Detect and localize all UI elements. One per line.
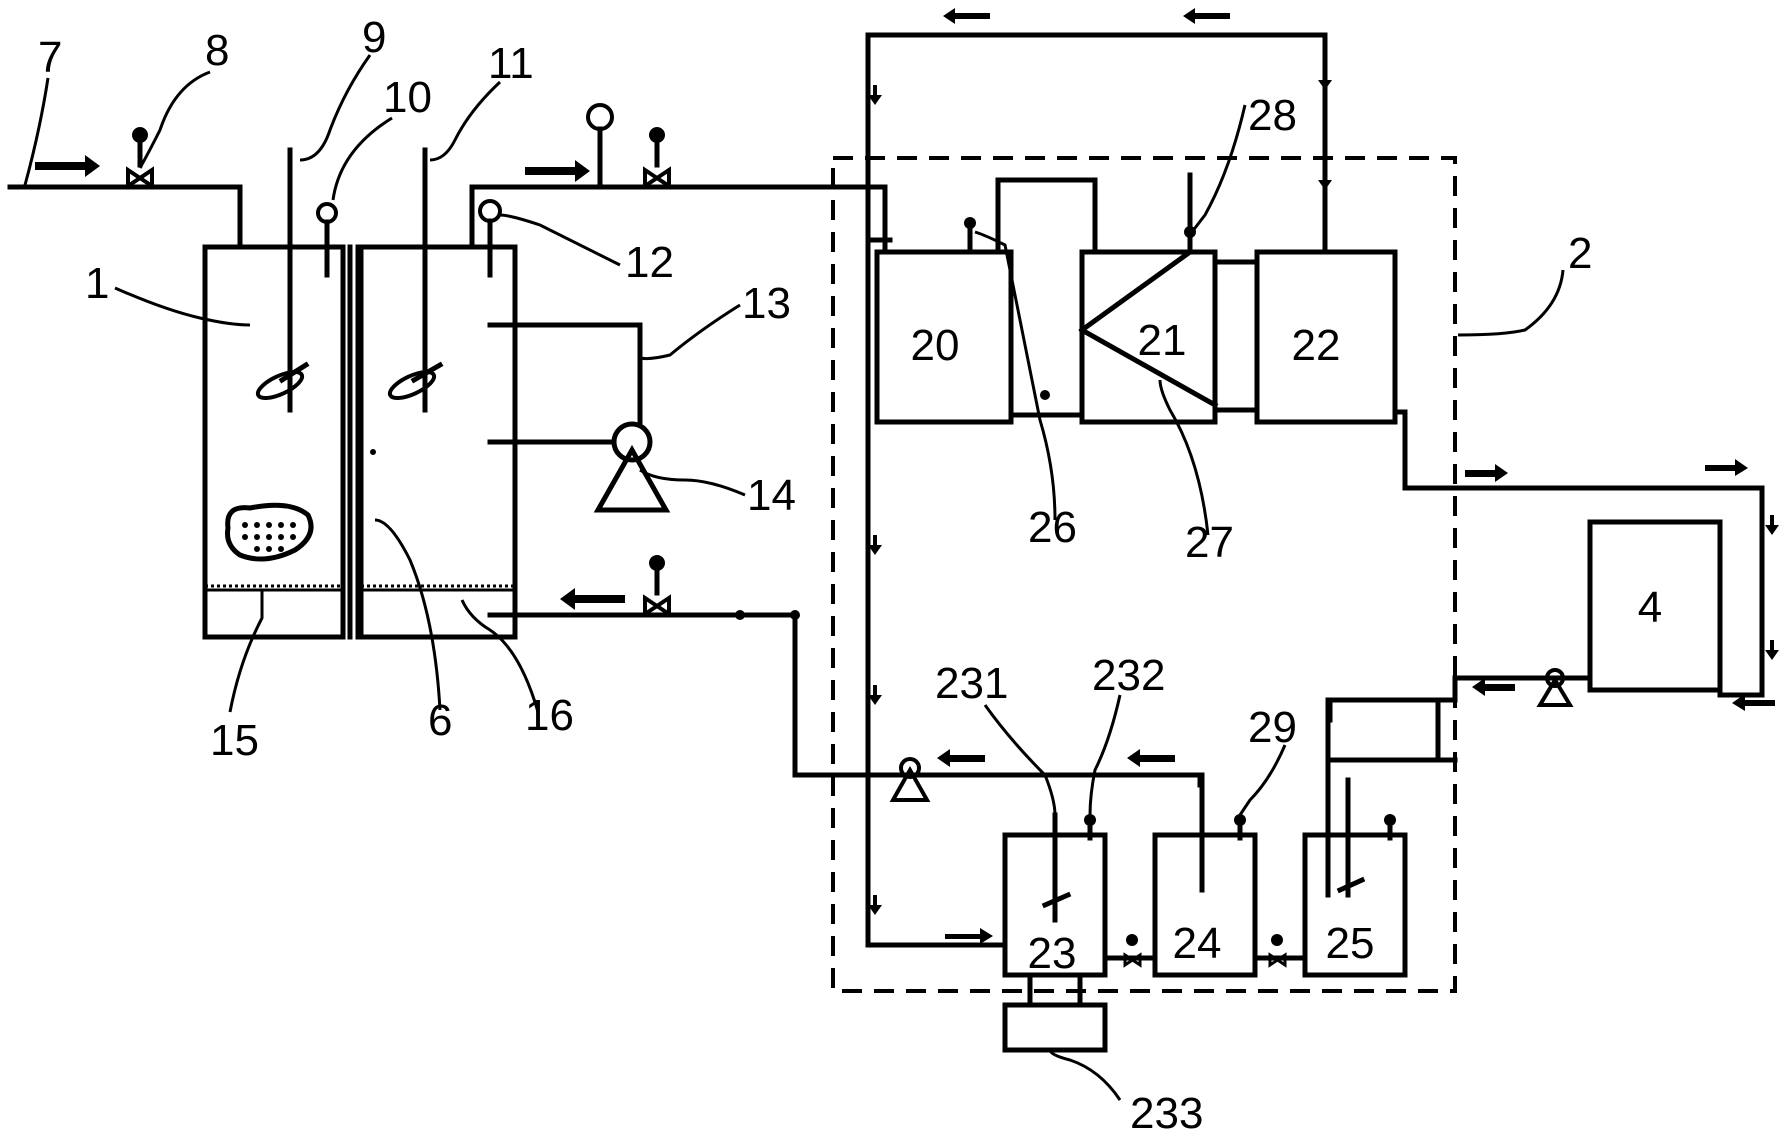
valve-8 — [126, 127, 154, 190]
unit-4 — [1587, 519, 1723, 693]
label-231: 231 — [935, 659, 1008, 708]
pipe-to-unit-4 — [1392, 409, 1775, 711]
label-232: 232 — [1092, 651, 1165, 700]
connector-23-24 — [1102, 934, 1158, 968]
unit-233 — [1002, 972, 1108, 1053]
box-label-21: 21 — [1138, 316, 1187, 365]
agitator-9 — [255, 147, 310, 413]
pump-14 — [593, 421, 671, 513]
unit-22 — [1254, 249, 1398, 425]
box-label-20: 20 — [911, 321, 960, 370]
sensor-10 — [316, 202, 338, 278]
label-8: 8 — [205, 26, 229, 75]
sensor-28 — [1184, 172, 1196, 253]
label-1: 1 — [85, 259, 109, 308]
label-7: 7 — [38, 33, 62, 82]
label-29: 29 — [1248, 703, 1297, 752]
inlet-pipe-7 — [7, 155, 243, 250]
label-9: 9 — [362, 13, 386, 62]
pressure-gauge — [586, 103, 614, 190]
unit-21 — [1078, 248, 1219, 425]
label-28: 28 — [1248, 91, 1297, 140]
connector-24-25 — [1252, 934, 1308, 968]
unit-24 — [1152, 772, 1258, 978]
pump-lower — [889, 757, 931, 802]
label-2: 2 — [1568, 229, 1592, 278]
box-label-25: 25 — [1326, 919, 1375, 968]
sensor-29 — [1234, 814, 1246, 841]
label-11: 11 — [488, 39, 534, 88]
valve-top — [643, 127, 671, 190]
label-27: 27 — [1185, 518, 1234, 567]
label-233: 233 — [1130, 1089, 1203, 1137]
unit-25 — [1302, 697, 1408, 978]
label-12: 12 — [625, 238, 674, 287]
recycle-loop — [865, 8, 1328, 948]
label-14: 14 — [747, 471, 796, 520]
pump-4 — [1536, 668, 1574, 707]
box-label-4: 4 — [1638, 583, 1662, 632]
filler-media — [225, 502, 314, 562]
unit-20 — [874, 249, 1014, 425]
label-26: 26 — [1028, 503, 1077, 552]
reactor-tank-1 — [202, 244, 518, 640]
valve-bottom — [643, 555, 671, 618]
agitator-231 — [1041, 812, 1072, 923]
system-boundary-2 — [831, 156, 1457, 993]
connector-20-21 — [995, 177, 1098, 418]
sensor-12 — [478, 199, 502, 278]
feed-to-25 — [1325, 697, 1458, 763]
box-label-23: 23 — [1028, 929, 1077, 978]
circulation-line-13 — [487, 322, 643, 445]
connector-21-22 — [1212, 259, 1260, 413]
sensor-26 — [964, 217, 976, 253]
box-label-24: 24 — [1173, 919, 1222, 968]
label-10: 10 — [383, 73, 432, 122]
agitator-11 — [387, 147, 444, 413]
sensor-232 — [1084, 814, 1096, 841]
box-label-22: 22 — [1292, 321, 1341, 370]
transfer-pipe — [469, 160, 888, 250]
label-13: 13 — [742, 279, 791, 328]
label-15: 15 — [210, 716, 259, 765]
